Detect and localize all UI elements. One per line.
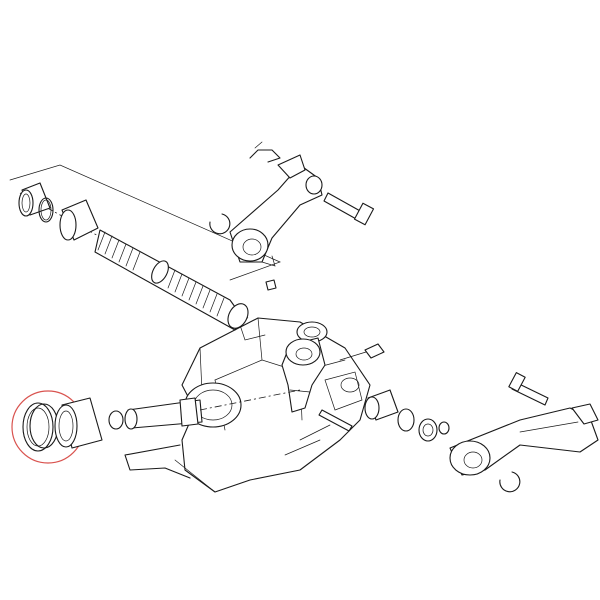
upper-clip	[249, 141, 281, 163]
upper-sleeve	[59, 199, 99, 241]
upper-o-ring	[38, 197, 54, 223]
cross-shaft	[124, 389, 301, 430]
lower-o-ring	[108, 410, 124, 430]
lower-lift-arm	[449, 403, 599, 476]
roll-pin	[318, 409, 353, 432]
upper-bushing	[18, 182, 51, 217]
right-sleeve	[364, 389, 399, 421]
lower-clevis-pin	[508, 372, 549, 406]
center-lever	[281, 337, 326, 413]
right-washer	[438, 421, 450, 435]
right-bushing	[418, 418, 438, 442]
bolt	[339, 343, 385, 361]
lower-bushing	[54, 397, 103, 449]
upper-lift-arm	[229, 154, 323, 267]
right-o-ring	[397, 408, 415, 432]
upper-snap-ring	[209, 213, 231, 235]
small-pin	[265, 279, 277, 291]
lower-snap-ring	[499, 471, 521, 493]
splined-shaft	[9, 164, 281, 331]
upper-clevis-pin	[323, 192, 375, 226]
